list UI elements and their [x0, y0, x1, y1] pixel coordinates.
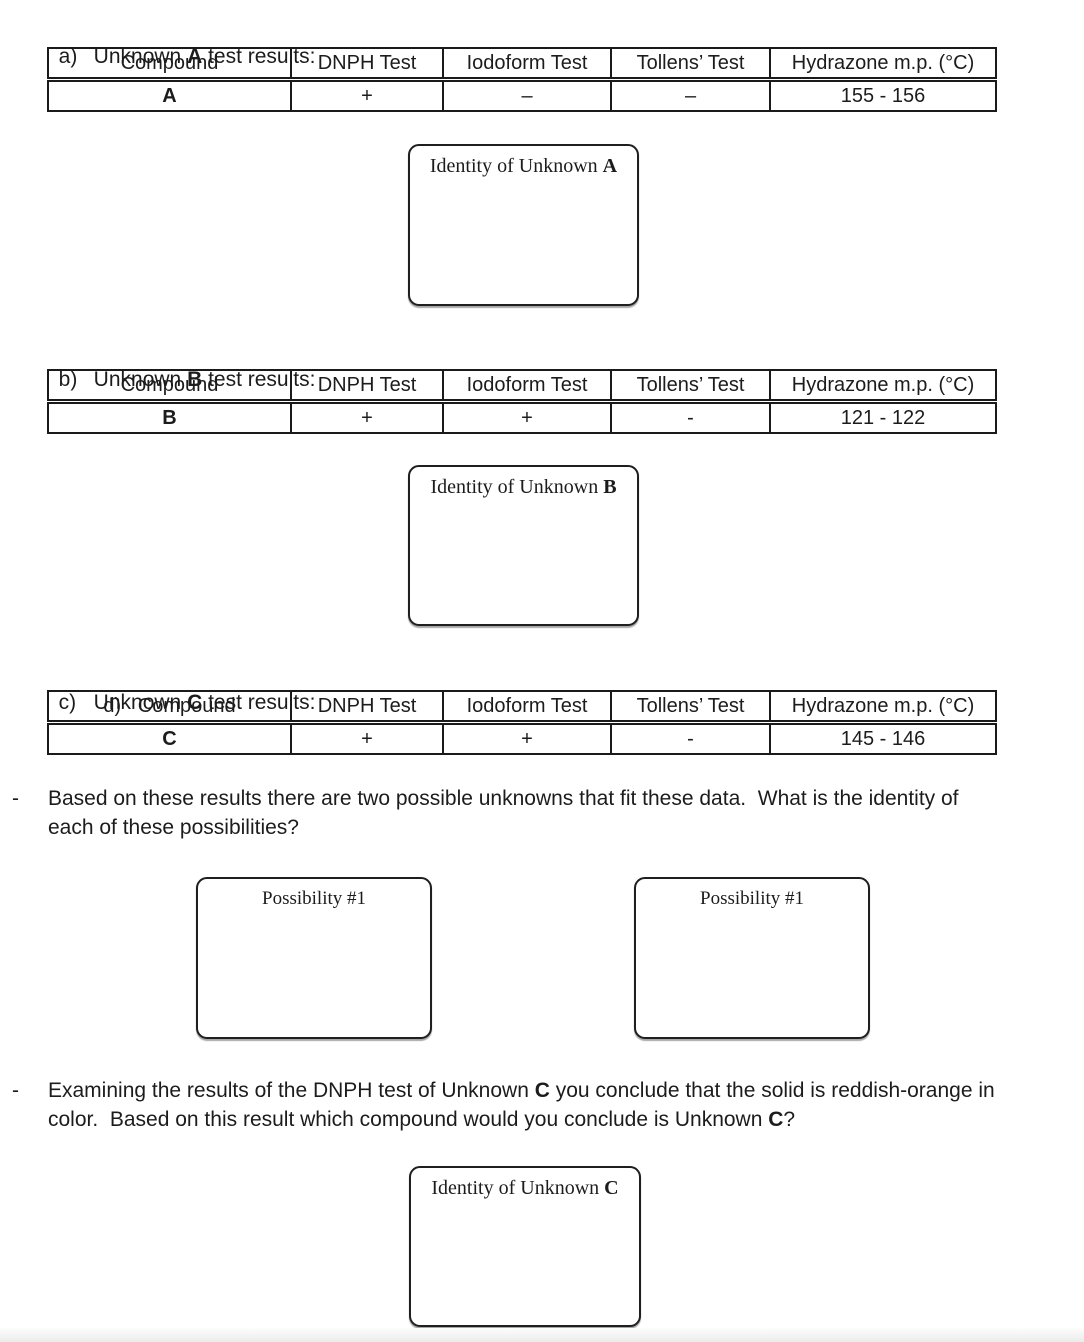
identity-a-box-label: Identity of Unknown A	[429, 155, 618, 177]
table-b-header-row: Compound DNPH Test Iodoform Test Tollens…	[47, 369, 997, 404]
table-a-header-tollens: Tollens’ Test	[610, 47, 771, 82]
table-b-header-tollens: Tollens’ Test	[610, 369, 771, 404]
table-unknown-b: Compound DNPH Test Iodoform Test Tollens…	[47, 369, 997, 434]
table-unknown-c: d) Compound DNPH Test Iodoform Test Toll…	[47, 690, 997, 755]
table-a-header-dnph: DNPH Test	[290, 47, 444, 82]
table-c-header-hydrazone: Hydrazone m.p. (°C)	[769, 690, 997, 725]
table-c-header-iodoform: Iodoform Test	[442, 690, 612, 725]
bullet-dash: -	[12, 787, 19, 810]
possibility-right-box-label: Possibility #1	[700, 888, 804, 909]
table-c-dnph-value: +	[290, 721, 444, 755]
table-b-tollens-value: -	[610, 400, 771, 434]
table-c-tollens-value: -	[610, 721, 771, 755]
identity-a-answer-box[interactable]: Identity of Unknown A	[408, 144, 639, 306]
table-a-tollens-value: –	[610, 78, 771, 112]
table-a-header-iodoform: Iodoform Test	[442, 47, 612, 82]
table-b-header-hydrazone: Hydrazone m.p. (°C)	[769, 369, 997, 404]
table-a-dnph-value: +	[290, 78, 444, 112]
table-c-header-tollens: Tollens’ Test	[610, 690, 771, 725]
question-two-possibilities-text: Based on these results there are two pos…	[48, 787, 959, 839]
table-a-header-compound: Compound	[47, 47, 292, 82]
possibility-1-left-answer-box[interactable]: Possibility #1	[196, 877, 432, 1039]
table-b-hydrazone-value: 121 - 122	[769, 400, 997, 434]
question-dnph-color-text: Examining the results of the DNPH test o…	[48, 1079, 995, 1131]
table-c-header-compound: d) Compound	[47, 690, 292, 725]
table-b-header-compound: Compound	[47, 369, 292, 404]
identity-c-answer-box[interactable]: Identity of Unknown C	[409, 1166, 641, 1327]
table-a-header-hydrazone: Hydrazone m.p. (°C)	[769, 47, 997, 82]
identity-b-box-label: Identity of Unknown B	[430, 476, 617, 498]
table-c-iodoform-value: +	[442, 721, 612, 755]
table-c-header-dnph: DNPH Test	[290, 690, 444, 725]
table-a-compound-value: A	[47, 78, 292, 112]
table-c-data-row: C + + - 145 - 146	[47, 721, 997, 755]
table-a-hydrazone-value: 155 - 156	[769, 78, 997, 112]
table-c-compound-value: C	[47, 721, 292, 755]
table-b-compound-value: B	[47, 400, 292, 434]
table-b-iodoform-value: +	[442, 400, 612, 434]
table-a-iodoform-value: –	[442, 78, 612, 112]
table-b-data-row: B + + - 121 - 122	[47, 400, 997, 434]
possibility-left-box-label: Possibility #1	[262, 888, 366, 909]
possibility-1-right-answer-box[interactable]: Possibility #1	[634, 877, 870, 1039]
table-b-dnph-value: +	[290, 400, 444, 434]
identity-b-answer-box[interactable]: Identity of Unknown B	[408, 465, 639, 626]
table-c-header-row: d) Compound DNPH Test Iodoform Test Toll…	[47, 690, 997, 725]
table-b-header-iodoform: Iodoform Test	[442, 369, 612, 404]
table-a-header-row: Compound DNPH Test Iodoform Test Tollens…	[47, 47, 997, 82]
table-b-header-dnph: DNPH Test	[290, 369, 444, 404]
table-unknown-a: Compound DNPH Test Iodoform Test Tollens…	[47, 47, 997, 112]
table-a-data-row: A + – – 155 - 156	[47, 78, 997, 112]
identity-c-box-label: Identity of Unknown C	[431, 1177, 619, 1199]
table-c-hydrazone-value: 145 - 146	[769, 721, 997, 755]
page-bottom-edge	[0, 1328, 1084, 1342]
bullet-dash: -	[12, 1079, 19, 1102]
